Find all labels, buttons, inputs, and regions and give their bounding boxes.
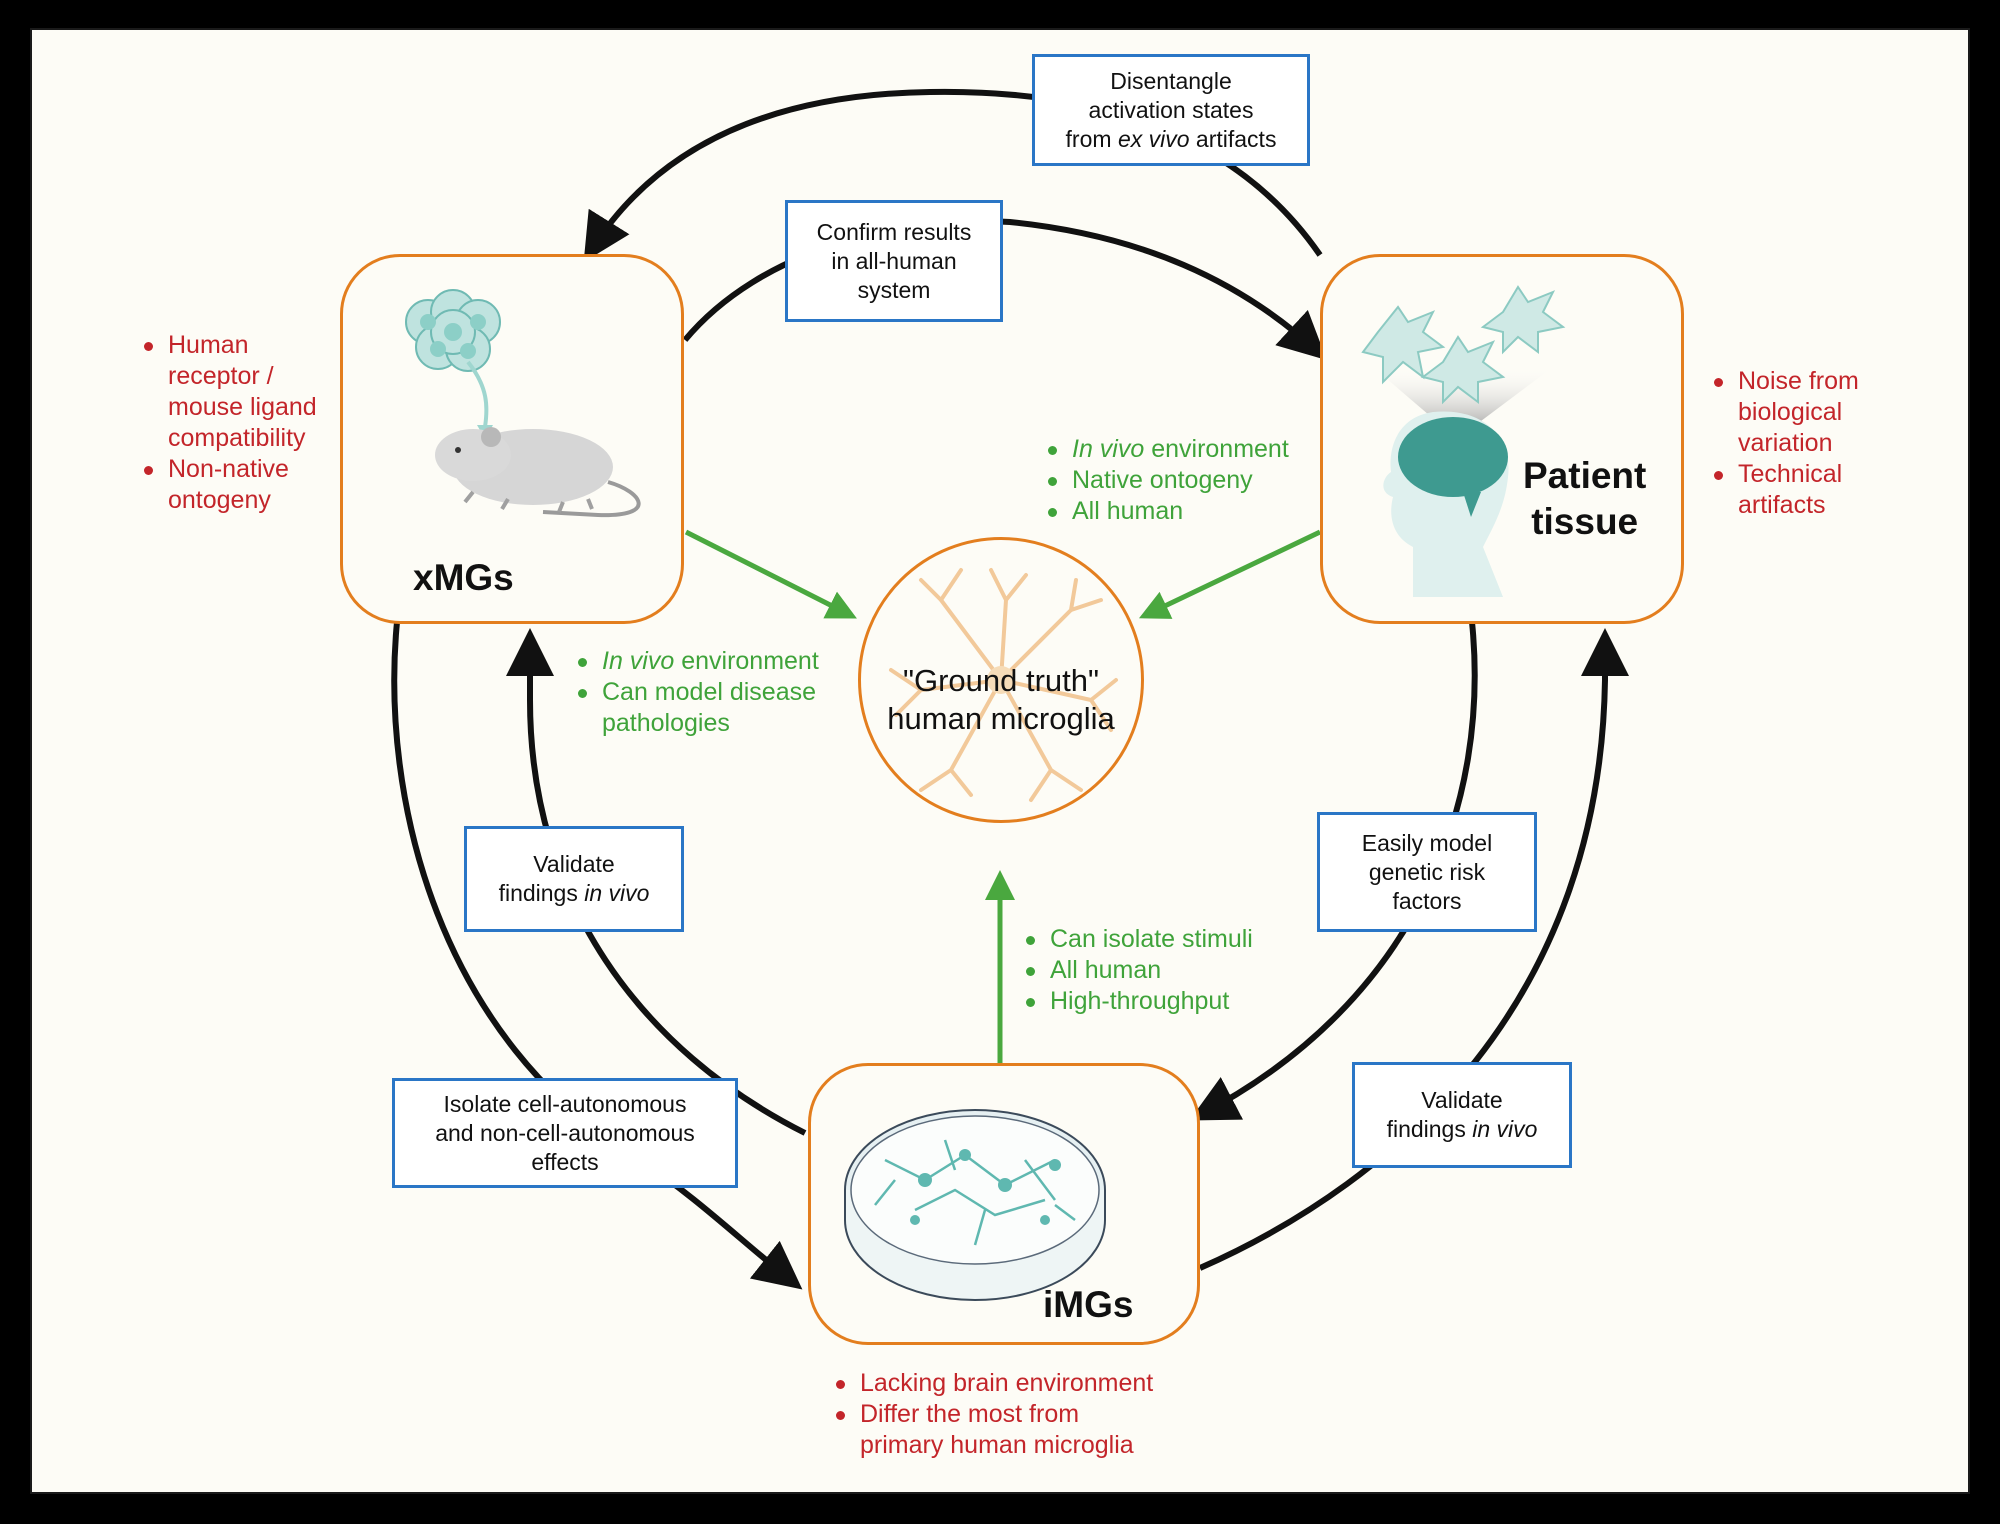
validate-right-line1: Validate: [1421, 1087, 1503, 1113]
patient-title: Patient tissue: [1523, 453, 1646, 545]
label-validate-left: Validate findings in vivo: [464, 826, 684, 932]
label-easily-model: Easily model genetic risk factors: [1317, 812, 1537, 932]
isolate-line3: effects: [531, 1148, 599, 1175]
limitation-item: Differ the most from primary human micro…: [828, 1399, 1168, 1461]
strength-item: Can isolate stimuli: [1018, 924, 1298, 955]
strength-item: All human: [1040, 496, 1320, 527]
patient-title-line2: tissue: [1531, 501, 1639, 542]
strength-text: Native ontogeny: [1072, 466, 1253, 494]
strength-italic: In vivo: [602, 647, 675, 675]
petri-dish-icon: [844, 1109, 1106, 1301]
label-validate-right: Validate findings in vivo: [1352, 1062, 1572, 1168]
strength-text: Can isolate stimuli: [1050, 925, 1253, 953]
green-arrow-xmgs: [684, 529, 857, 619]
validate-left-line1: Validate: [533, 851, 615, 877]
strength-text: environment: [674, 647, 819, 675]
validate-right-line2: findings in vivo: [1387, 1115, 1538, 1144]
strength-item: Native ontogeny: [1040, 465, 1320, 496]
confirm-line2: in all-human: [831, 247, 957, 274]
xmgs-title: xMGs: [413, 557, 514, 598]
label-isolate: Isolate cell-autonomous and non-cell-aut…: [392, 1078, 738, 1188]
strength-italic: In vivo: [1072, 435, 1145, 463]
imgs-node: iMGs: [808, 1063, 1200, 1345]
green-arrow-patient: [1138, 529, 1322, 619]
center-line-1: "Ground truth": [902, 663, 1100, 698]
strength-text: All human: [1050, 956, 1162, 984]
disentangle-line3: from ex vivo artifacts: [1066, 125, 1277, 154]
microglia-icon: [889, 568, 1118, 802]
easily-line3: factors: [1392, 887, 1462, 914]
validate-right-line2-a: findings: [1386, 1116, 1473, 1142]
easily-line1: Easily model: [1361, 829, 1493, 856]
human-head-brain-icon: [1361, 285, 1566, 597]
imgs-limitations: Lacking brain environment Differ the mos…: [828, 1368, 1168, 1461]
disentangle-line2: activation states: [1088, 96, 1254, 123]
imgs-title: iMGs: [1043, 1284, 1134, 1325]
limitation-item: Lacking brain environment: [828, 1368, 1168, 1399]
strength-text: environment: [1144, 435, 1289, 463]
disentangle-line3-italic: ex vivo: [1117, 125, 1190, 152]
arrow-xmgs-to-patient: [682, 218, 1327, 361]
patient-limitations: Noise from biological variation Technica…: [1706, 366, 1886, 521]
disentangle-line1: Disentangle: [1110, 67, 1232, 94]
strength-item: High-throughput: [1018, 986, 1298, 1017]
validate-right-line2-italic: in vivo: [1472, 1116, 1538, 1142]
confirm-line3: system: [857, 276, 931, 303]
disentangle-line3-a: from: [1065, 125, 1118, 152]
isolate-line2: and non-cell-autonomous: [435, 1119, 695, 1146]
strength-text: Can model disease pathologies: [602, 678, 817, 737]
strength-text: High-throughput: [1050, 987, 1230, 1015]
limitation-item: Technical artifacts: [1706, 459, 1886, 521]
disentangle-line3-b: artifacts: [1189, 125, 1277, 152]
confirm-line1: Confirm results: [816, 218, 972, 245]
xmgs-limitations: Human receptor / mouse ligand compatibil…: [136, 330, 336, 516]
validate-left-line2-a: findings: [498, 880, 585, 906]
limitation-item: Human receptor / mouse ligand compatibil…: [136, 330, 336, 454]
center-line-2: human microglia: [887, 701, 1115, 736]
patient-strengths: In vivo environment Native ontogeny All …: [1040, 434, 1320, 527]
validate-left-line2-italic: in vivo: [584, 880, 650, 906]
strength-item: In vivo environment: [570, 646, 860, 677]
imgs-strengths: Can isolate stimuli All human High-throu…: [1018, 924, 1298, 1017]
ground-truth-label: "Ground truth" human microglia: [858, 662, 1144, 738]
strength-item: Can model disease pathologies: [570, 677, 860, 739]
limitation-item: Non-native ontogeny: [136, 454, 336, 516]
label-disentangle: Disentangle activation states from ex vi…: [1032, 54, 1310, 166]
xmgs-node: xMGs: [340, 254, 684, 624]
label-confirm: Confirm results in all-human system: [785, 200, 1003, 322]
mouse-with-cells-icon: [405, 289, 641, 518]
validate-left-line2: findings in vivo: [499, 879, 650, 908]
strength-item: In vivo environment: [1040, 434, 1320, 465]
easily-line2: genetic risk: [1368, 858, 1486, 885]
arrow-imgs-to-patient: [1198, 628, 1629, 1271]
limitation-item: Noise from biological variation: [1706, 366, 1886, 459]
patient-title-line1: Patient: [1523, 455, 1647, 496]
xmgs-strengths: In vivo environment Can model disease pa…: [570, 646, 860, 739]
isolate-line1: Isolate cell-autonomous: [443, 1090, 687, 1117]
patient-tissue-node: Patient tissue: [1320, 254, 1684, 624]
strength-item: All human: [1018, 955, 1298, 986]
strength-text: All human: [1072, 497, 1184, 525]
ground-truth-circle: [858, 537, 1144, 823]
